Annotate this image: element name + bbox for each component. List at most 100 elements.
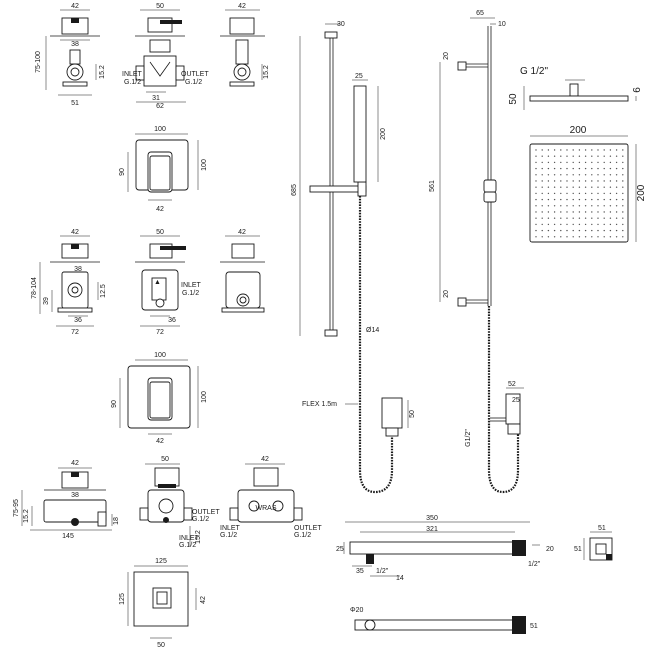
dim-handset-h: 200 — [380, 128, 387, 140]
nozzle-dot — [560, 155, 562, 157]
nozzle-dot — [547, 192, 550, 195]
dim-elbow-right-h: 25 — [512, 397, 520, 404]
nozzle-dot — [615, 211, 618, 213]
nozzle-dot — [553, 236, 556, 238]
nozzle-dot — [603, 217, 605, 219]
label-v1-inlet-size: G.1/2 — [124, 79, 141, 86]
nozzle-dot — [541, 211, 543, 213]
nozzle-dot — [566, 192, 568, 195]
nozzle-dot — [535, 186, 537, 188]
nozzle-dot — [566, 180, 568, 182]
nozzle-dot — [615, 155, 618, 157]
valve-1-front-view: 50 INLET G.1/2 OUTLET G.1/2 31 62 — [122, 3, 209, 110]
dim-plate1-h-right: 100 — [201, 159, 208, 171]
dim-rail-pipe: Ø14 — [366, 327, 379, 334]
nozzle-dot — [553, 198, 556, 201]
nozzle-dot — [591, 149, 593, 151]
nozzle-dot — [566, 149, 568, 151]
shower-nozzle-grid — [535, 149, 624, 238]
nozzle-dot — [572, 229, 574, 232]
nozzle-dot — [615, 180, 618, 182]
nozzle-dot — [603, 149, 605, 151]
nozzle-dot — [553, 149, 556, 151]
nozzle-dot — [609, 167, 612, 170]
nozzle-dot — [535, 205, 537, 207]
nozzle-dot — [566, 198, 568, 201]
label-v3-inlet: INLET — [179, 535, 200, 542]
nozzle-dot — [597, 174, 599, 176]
v3-wras-stamp: WRAS — [256, 505, 277, 512]
nozzle-dot — [541, 149, 543, 151]
shower-arm: 350 321 25 20 1/2" 35 1/2" 14 — [336, 515, 554, 582]
dim-arm-total: 350 — [426, 515, 438, 522]
nozzle-dot — [572, 192, 574, 195]
dim-plate2-w: 100 — [154, 352, 166, 359]
dim-v1-31: 31 — [152, 95, 160, 102]
nozzle-dot — [622, 192, 624, 195]
dim-plate3-h-right: 42 — [200, 596, 207, 604]
label-v3-inlet2: INLET — [220, 525, 241, 532]
nozzle-dot — [547, 149, 550, 151]
nozzle-dot — [535, 229, 537, 232]
nozzle-dot — [578, 211, 581, 213]
nozzle-dot — [622, 217, 624, 219]
nozzle-dot — [615, 198, 618, 201]
dim-v3-top-left: 42 — [71, 460, 79, 467]
nozzle-dot — [547, 155, 550, 157]
nozzle-dot — [591, 192, 593, 195]
nozzle-dot — [597, 186, 599, 188]
label-arm-thread-right: 1/2" — [528, 561, 541, 568]
nozzle-dot — [535, 217, 537, 219]
nozzle-dot — [566, 155, 568, 157]
nozzle-dot — [535, 155, 537, 157]
nozzle-dot — [578, 192, 581, 195]
nozzle-dot — [603, 236, 605, 238]
nozzle-dot — [615, 174, 618, 176]
nozzle-dot — [541, 161, 543, 164]
nozzle-dot — [615, 223, 618, 226]
nozzle-dot — [547, 205, 550, 207]
nozzle-dot — [609, 155, 612, 157]
nozzle-dot — [572, 180, 574, 182]
nozzle-dot — [584, 236, 587, 238]
nozzle-dot — [622, 186, 624, 188]
nozzle-dot — [541, 186, 543, 188]
dim-head-h: 200 — [636, 184, 647, 201]
label-arm-thread-bottom: 1/2" — [376, 568, 389, 575]
nozzle-dot — [615, 236, 618, 238]
nozzle-dot — [584, 155, 587, 157]
nozzle-dot — [597, 192, 599, 195]
nozzle-dot — [560, 180, 562, 182]
nozzle-dot — [597, 198, 599, 201]
nozzle-dot — [560, 149, 562, 151]
nozzle-dot — [591, 229, 593, 232]
nozzle-dot — [597, 205, 599, 207]
nozzle-dot — [553, 167, 556, 170]
nozzle-dot — [597, 217, 599, 219]
label-v1-outlet-size: G.1/2 — [185, 79, 202, 86]
nozzle-dot — [553, 155, 556, 157]
nozzle-dot — [553, 161, 556, 164]
nozzle-dot — [566, 186, 568, 188]
nozzle-dot — [622, 167, 624, 170]
dim-v3-145: 145 — [62, 533, 74, 540]
nozzle-dot — [578, 198, 581, 201]
nozzle-dot — [597, 180, 599, 182]
nozzle-dot — [535, 223, 537, 226]
nozzle-dot — [541, 167, 543, 170]
riser-rail-kit: 65 10 20 561 20 — [429, 10, 520, 494]
dim-v2-38: 38 — [74, 266, 82, 273]
nozzle-dot — [547, 167, 550, 170]
nozzle-dot — [591, 174, 593, 176]
nozzle-dot — [578, 167, 581, 170]
nozzle-dot — [566, 174, 568, 176]
dim-v1-top-right: 42 — [238, 3, 246, 10]
nozzle-dot — [609, 217, 612, 219]
nozzle-dot — [584, 223, 587, 226]
dim-plate2-h-right: 100 — [201, 391, 208, 403]
dim-v2-12-5: 12.5 — [100, 284, 107, 298]
dim-v2-top-right: 42 — [238, 229, 246, 236]
nozzle-dot — [591, 161, 593, 164]
nozzle-dot — [566, 167, 568, 170]
